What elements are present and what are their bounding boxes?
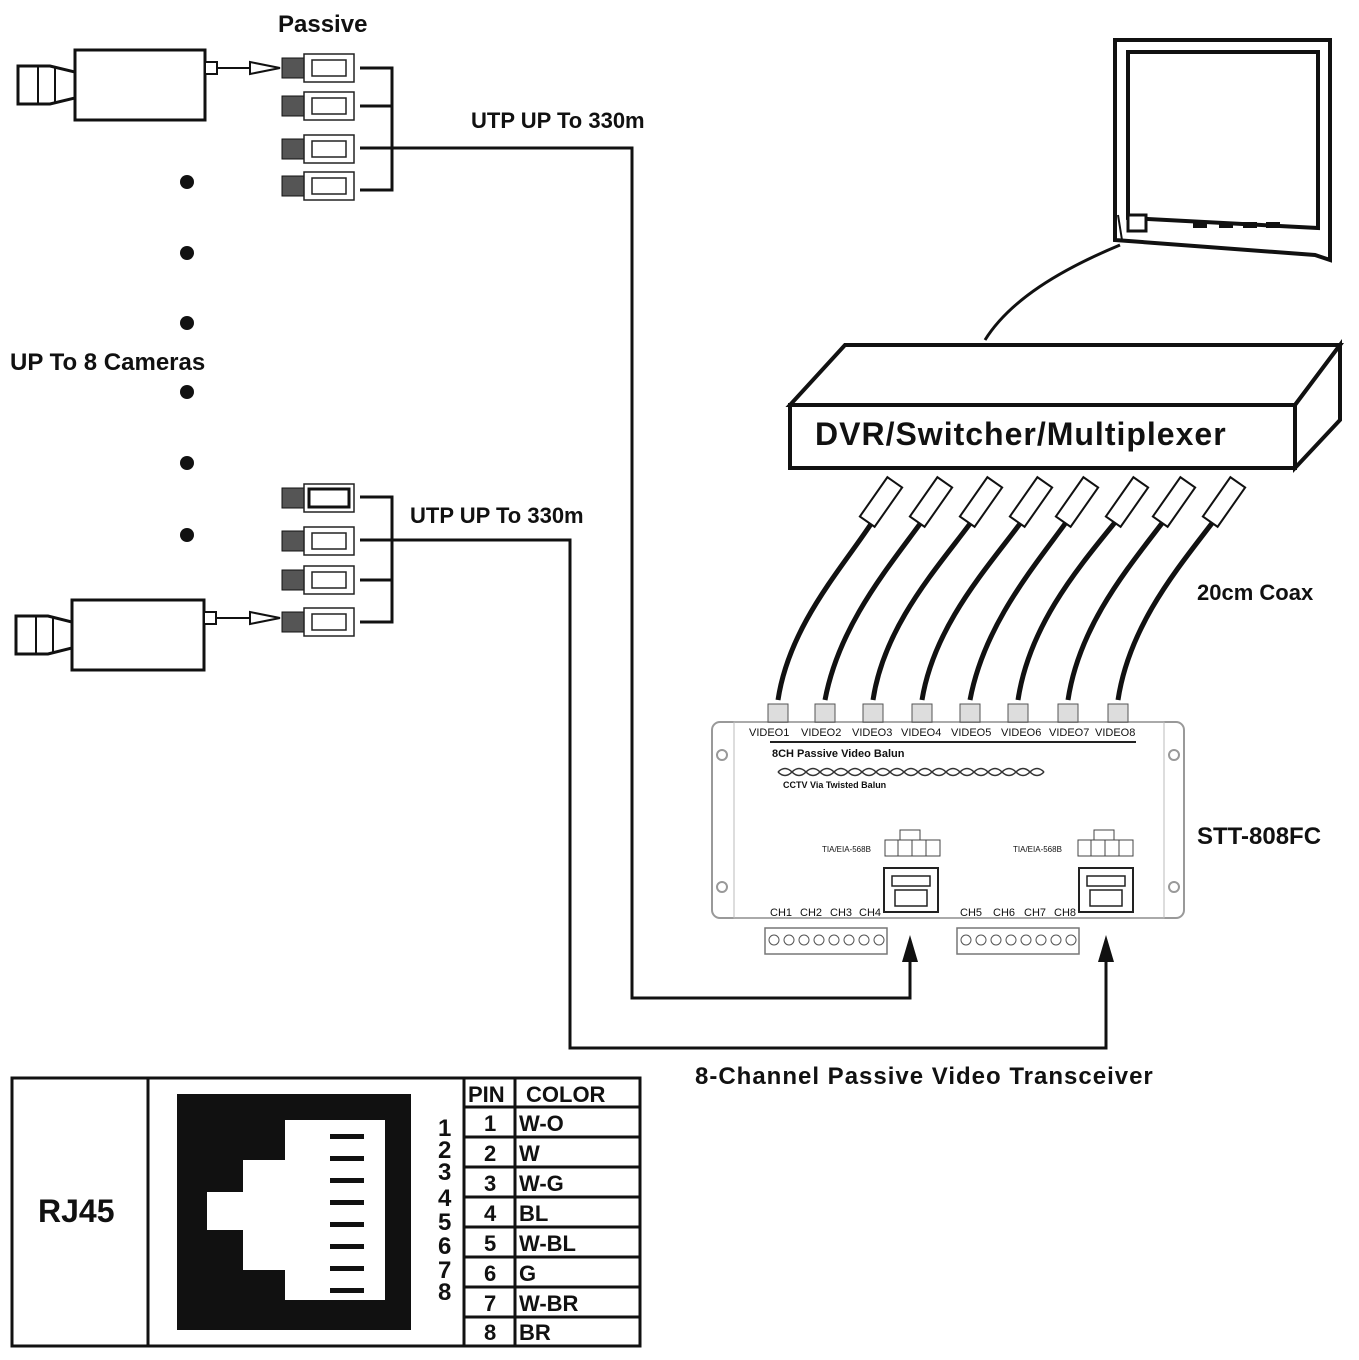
balun-group-bottom <box>281 483 394 637</box>
terminal-block-left <box>764 927 888 955</box>
transceiver-label: 8-Channel Passive Video Transceiver <box>695 1063 1154 1090</box>
rj45-pin-numbers: 1 2 3 4 5 6 7 8 <box>438 1115 452 1306</box>
utp-label-top: UTP UP To 330m <box>471 108 645 133</box>
table-header-color: COLOR <box>526 1082 606 1107</box>
pin-number: 2 <box>438 1137 451 1164</box>
balun-top-2 <box>281 91 355 121</box>
bnc-ports-device <box>767 703 1129 723</box>
transceiver-device: VIDEO1 VIDEO2 VIDEO3 VIDEO4 VIDEO5 VIDEO… <box>711 703 1185 955</box>
pin-number: 7 <box>438 1257 451 1284</box>
video-port-label: VIDEO4 <box>901 727 941 739</box>
rj45-title: RJ45 <box>38 1193 115 1229</box>
table-cell-pin: 3 <box>484 1171 496 1196</box>
balun-group-top <box>281 53 394 201</box>
table-cell-color: W-O <box>519 1111 564 1136</box>
pin-number: 6 <box>438 1233 451 1260</box>
table-cell-color: BR <box>519 1320 551 1345</box>
monitor-cable <box>983 243 1121 341</box>
pin-header-left <box>884 829 941 857</box>
coax-cables <box>775 508 1225 701</box>
channel-label: CH8 <box>1054 907 1076 919</box>
rj45-port-right <box>1078 867 1134 913</box>
rj45-jack-icon <box>177 1094 411 1330</box>
pin-color-table: PIN COLOR 1 W-O 2 W 3 W-G 4 BL 5 W-BL 6 … <box>462 1076 642 1348</box>
device-title: 8CH Passive Video Balun <box>772 748 905 760</box>
table-cell-pin: 6 <box>484 1261 496 1286</box>
device-subtitle: CCTV Via Twisted Balun <box>783 780 886 790</box>
table-cell-pin: 5 <box>484 1231 496 1256</box>
pin-number: 8 <box>438 1279 451 1306</box>
video-port-label: VIDEO6 <box>1001 727 1041 739</box>
channel-label: CH2 <box>800 907 822 919</box>
table-header-pin: PIN <box>468 1082 505 1107</box>
table-cell-color: G <box>519 1261 536 1286</box>
rj45-port-left <box>883 867 939 913</box>
video-port-label: VIDEO5 <box>951 727 991 739</box>
table-cell-pin: 4 <box>484 1201 497 1226</box>
balun-top-1 <box>281 53 355 83</box>
channel-label: CH1 <box>770 907 792 919</box>
utp-cable-bottom <box>392 538 1108 1050</box>
table-cell-color: W-BL <box>519 1231 576 1256</box>
video-port-label: VIDEO3 <box>852 727 892 739</box>
twisted-pair-icon <box>777 767 1045 777</box>
pin-number: 3 <box>438 1159 451 1186</box>
channel-label: CH4 <box>859 907 881 919</box>
balun-bottom-1 <box>281 483 355 513</box>
pin-number: 4 <box>438 1185 452 1212</box>
table-cell-pin: 7 <box>484 1291 496 1316</box>
camera-ellipsis-dots <box>180 175 194 542</box>
balun-top-3 <box>281 134 355 164</box>
arrow-up-icon <box>902 935 918 962</box>
pin-number: 5 <box>438 1209 451 1236</box>
table-cell-color: BL <box>519 1201 548 1226</box>
terminal-block-right <box>956 927 1080 955</box>
dvr-label: DVR/Switcher/Multiplexer <box>815 416 1227 452</box>
table-cell-pin: 2 <box>484 1141 496 1166</box>
table-cell-color: W-G <box>519 1171 564 1196</box>
pin-number: 1 <box>438 1115 451 1142</box>
balun-bottom-4 <box>281 607 355 637</box>
table-cell-pin: 8 <box>484 1320 496 1345</box>
pin-header-right <box>1077 829 1134 857</box>
arrow-up-icon <box>1098 935 1114 962</box>
balun-bottom-2 <box>281 526 355 556</box>
channel-label: CH5 <box>960 907 982 919</box>
dvr-box: DVR/Switcher/Multiplexer <box>785 339 1344 474</box>
channel-label: CH7 <box>1024 907 1046 919</box>
standard-label-right: TIA/EIA-568B <box>1013 845 1062 854</box>
utp-cable-top <box>392 146 912 1000</box>
video-port-label: VIDEO7 <box>1049 727 1089 739</box>
camera-bottom <box>14 598 281 672</box>
bnc-connectors-top <box>858 475 1247 529</box>
channel-label: CH6 <box>993 907 1015 919</box>
monitor-icon <box>1113 38 1332 263</box>
table-cell-color: W-BR <box>519 1291 579 1316</box>
balun-bottom-3 <box>281 565 355 595</box>
standard-label-left: TIA/EIA-568B <box>822 845 871 854</box>
utp-label-bottom: UTP UP To 330m <box>410 503 584 528</box>
passive-label: Passive <box>278 11 367 38</box>
video-port-label: VIDEO1 <box>749 727 789 739</box>
video-port-label: VIDEO8 <box>1095 727 1135 739</box>
table-cell-pin: 1 <box>484 1111 496 1136</box>
cameras-label: UP To 8 Cameras <box>10 349 205 376</box>
rj45-pinout-panel: RJ45 1 2 3 4 5 6 7 8 <box>10 1076 466 1348</box>
channel-label: CH3 <box>830 907 852 919</box>
camera-top <box>16 48 281 122</box>
balun-top-4 <box>281 171 355 201</box>
coax-label: 20cm Coax <box>1197 580 1314 605</box>
model-label: STT-808FC <box>1197 823 1321 850</box>
table-cell-color: W <box>519 1141 540 1166</box>
video-port-label: VIDEO2 <box>801 727 841 739</box>
